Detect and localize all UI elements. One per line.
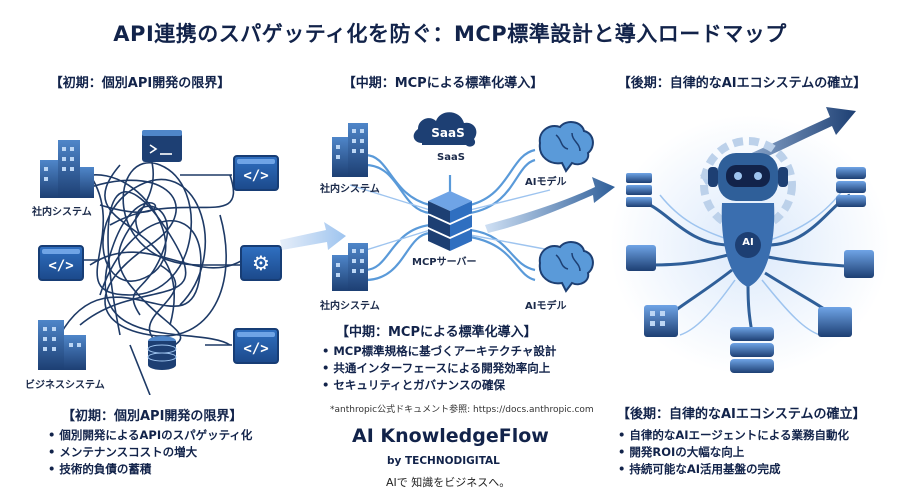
list-item: セキュリティとガバナンスの確保: [322, 377, 556, 394]
list-item: MCP標準規格に基づくアーキテクチャ設計: [322, 343, 556, 360]
page-title: API連携のスパゲッティ化を防ぐ：MCP標準設計と導入ロードマップ: [113, 22, 787, 46]
transition-arrow-1: [280, 222, 346, 250]
ai-model-bottom-brain-icon: [538, 241, 594, 293]
phase-heading-mid: 【中期：MCPによる標準化導入】: [342, 76, 544, 91]
ai-model-bottom-label: AIモデル: [525, 301, 567, 312]
ai-model-top-label: AIモデル: [525, 177, 567, 188]
code-tile-icon: </>: [233, 155, 279, 191]
mid-section-title: 【中期：MCPによる標準化導入】: [336, 325, 537, 340]
ai-ecosystem-diagram: [610, 107, 890, 375]
phase-heading-early: 【初期：個別API開発の限界】: [49, 76, 231, 91]
list-item: 開発ROIの大幅な向上: [618, 444, 849, 461]
list-item: メンテナンスコストの増大: [48, 444, 252, 461]
central-server-icon: [730, 327, 774, 373]
late-bullet-list: 自律的なAIエージェントによる業務自動化 開発ROIの大幅な向上 持続可能なAI…: [618, 427, 849, 478]
tangled-connections: [59, 154, 251, 395]
code-tile-icon: </>: [38, 245, 84, 281]
internal-system-bottom-label: 社内システム: [320, 301, 380, 312]
list-item: 自律的なAIエージェントによる業務自動化: [618, 427, 849, 444]
code-window-icon: [142, 130, 182, 162]
list-item: 持続可能なAI活用基盤の完成: [618, 461, 849, 478]
mcp-hub-diagram: [332, 112, 615, 293]
mcp-server-icon: [428, 191, 472, 251]
internal-system-building-icon: [40, 140, 94, 198]
connector-tile-icon: [818, 307, 852, 337]
mid-bullet-list: MCP標準規格に基づくアーキテクチャ設計 共通インターフェースによる開発効率向上…: [322, 343, 556, 394]
ai-model-top-brain-icon: [538, 121, 594, 173]
saas-cloud-text: SaaS: [431, 126, 465, 140]
database-icon: [147, 336, 177, 370]
code-tile-icon: </>: [233, 328, 279, 364]
mcp-server-label: MCPサーバー: [412, 257, 477, 268]
brand-name: AI KnowledgeFlow: [352, 425, 549, 447]
reference-note: *anthropic公式ドキュメント参照: https://docs.anthr…: [330, 405, 594, 415]
early-section-title: 【初期：個別API開発の限界】: [62, 409, 243, 424]
mcp-connections: [364, 148, 536, 282]
phase-heading-late: 【後期：自律的なAIエコシステムの確立】: [617, 76, 867, 91]
late-section-title: 【後期：自律的なAIエコシステムの確立】: [617, 407, 866, 422]
saas-cloud-icon: [413, 112, 477, 147]
brand-tagline: AIで 知識をビジネスへ。: [386, 476, 511, 489]
internal-system-top-building-icon: [332, 123, 368, 177]
ai-robot-icon: [708, 153, 788, 287]
brand-by: by TECHNODIGITAL: [387, 455, 500, 467]
building-tile-icon: [644, 305, 678, 337]
list-item: 技術的負債の蓄積: [48, 461, 252, 478]
transition-arrow-2: [485, 177, 615, 233]
internal-system-top-label: 社内システム: [320, 184, 380, 195]
gear-icon: ⚙: [240, 245, 282, 281]
list-item: 個別開発によるAPIのスパゲッティ化: [48, 427, 252, 444]
business-system-label: ビジネスシステム: [25, 380, 105, 391]
database-stack-icon: [626, 173, 652, 207]
saas-label: SaaS: [437, 152, 465, 163]
internal-system-label: 社内システム: [32, 207, 92, 218]
internal-system-bottom-building-icon: [332, 243, 368, 291]
module-box-icon: [626, 245, 874, 278]
spaghetti-diagram: [38, 130, 251, 395]
server-stack-icon: [836, 167, 866, 207]
business-system-building-icon: [38, 320, 86, 370]
early-bullet-list: 個別開発によるAPIのスパゲッティ化 メンテナンスコストの増大 技術的負債の蓄積: [48, 427, 252, 478]
list-item: 共通インターフェースによる開発効率向上: [322, 360, 556, 377]
robot-ai-badge: AI: [742, 237, 754, 248]
